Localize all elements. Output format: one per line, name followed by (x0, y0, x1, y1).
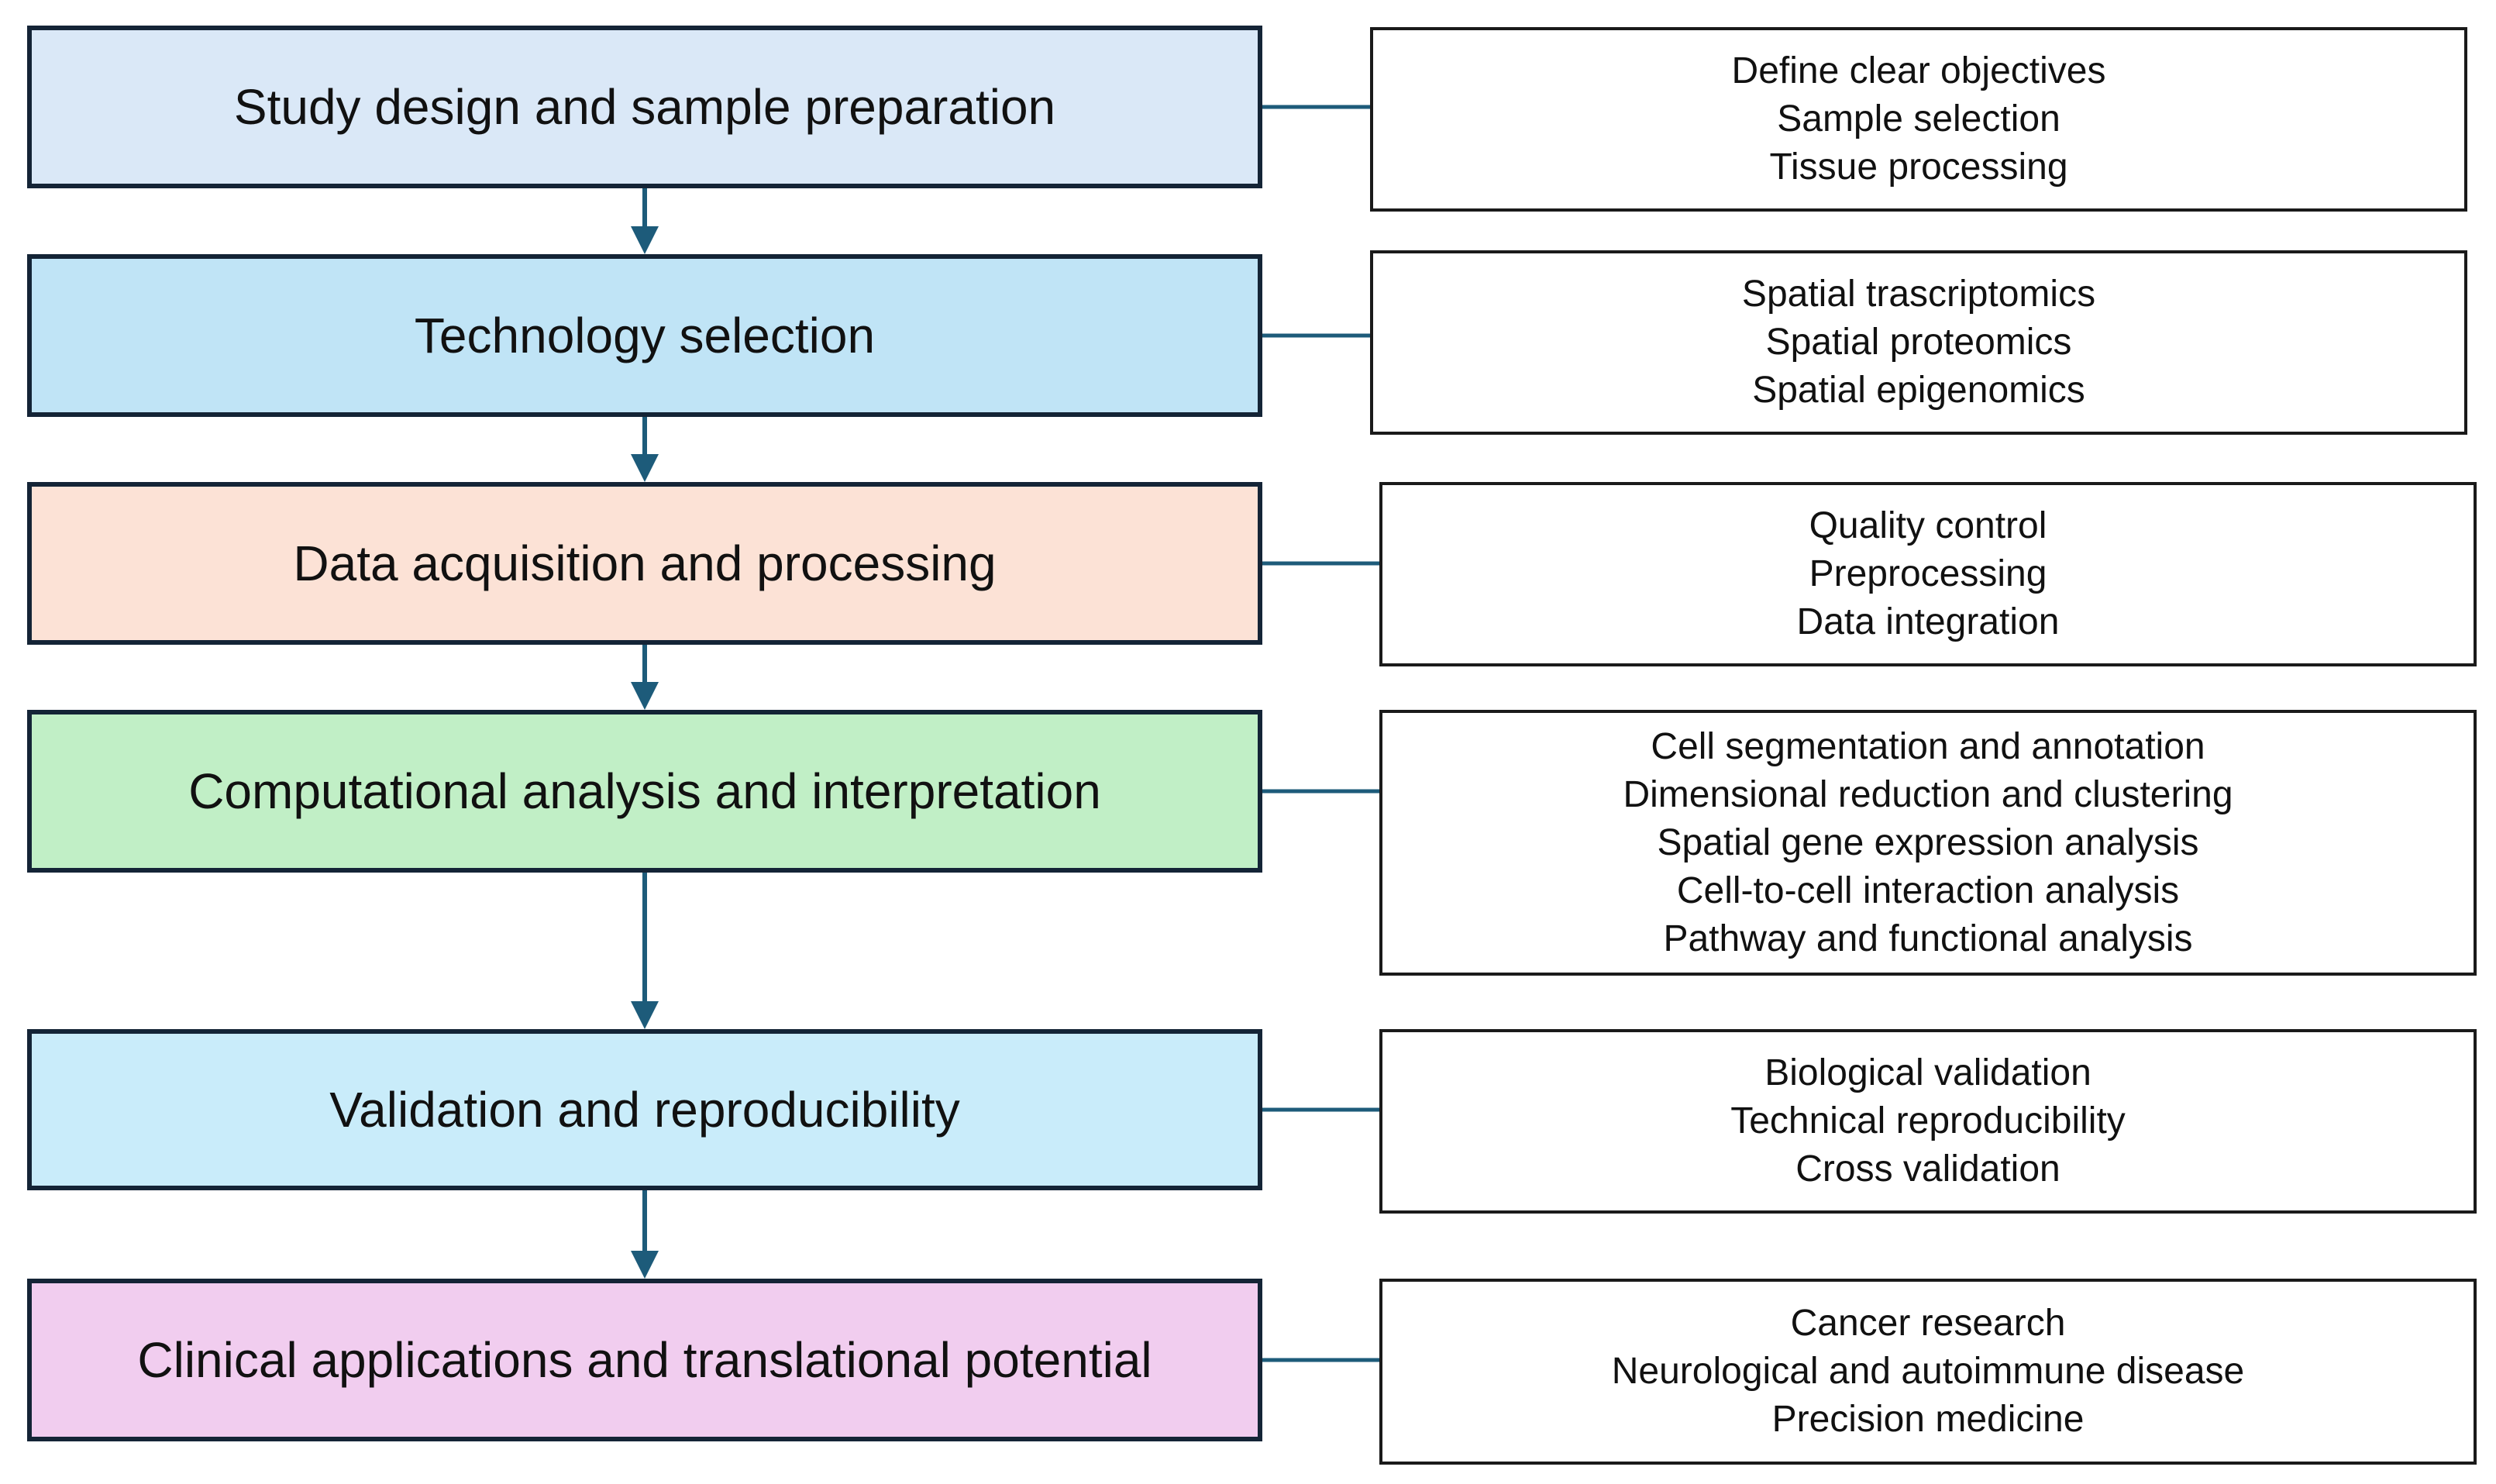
detail-item: Spatial trascriptomics (1741, 274, 2096, 315)
stage-label: Validation and reproducibility (329, 1082, 960, 1138)
detail-item: Quality control (1809, 505, 2047, 546)
detail-item: Spatial epigenomics (1752, 370, 2085, 411)
stage-box-validation: Validation and reproducibility (27, 1029, 1262, 1190)
stage-box-data-acquisition: Data acquisition and processing (27, 482, 1262, 645)
detail-item: Precision medicine (1771, 1399, 2085, 1440)
stage-label: Clinical applications and translational … (137, 1332, 1152, 1388)
stage-label: Study design and sample preparation (233, 79, 1056, 135)
stage-label: Computational analysis and interpretatio… (188, 763, 1101, 819)
detail-item: Tissue processing (1769, 146, 2068, 188)
detail-item: Neurological and autoimmune disease (1611, 1351, 2245, 1392)
detail-item: Spatial gene expression analysis (1657, 821, 2199, 863)
detail-item: Define clear objectives (1731, 50, 2106, 91)
detail-item: Dimensional reduction and clustering (1623, 773, 2233, 815)
detail-item: Cancer research (1790, 1303, 2066, 1344)
detail-item: Cell-to-cell interaction analysis (1676, 869, 2180, 911)
detail-item: Spatial proteomics (1765, 322, 2072, 363)
detail-item: Preprocessing (1809, 553, 2047, 594)
stage-box-computational-analysis: Computational analysis and interpretatio… (27, 710, 1262, 873)
detail-item: Data integration (1796, 601, 2060, 642)
detail-item: Cell segmentation and annotation (1651, 725, 2205, 767)
stage-box-study-design: Study design and sample preparation (27, 26, 1262, 188)
detail-item: Pathway and functional analysis (1663, 918, 2193, 959)
detail-item: Sample selection (1777, 98, 2060, 139)
stage-box-technology-selection: Technology selection (27, 254, 1262, 417)
stage-label: Data acquisition and processing (293, 535, 997, 591)
stage-box-clinical-applications: Clinical applications and translational … (27, 1279, 1262, 1441)
detail-item: Biological validation (1764, 1052, 2091, 1093)
stage-label: Technology selection (414, 308, 876, 363)
detail-item: Technical reproducibility (1730, 1100, 2126, 1141)
detail-item: Cross validation (1795, 1148, 2060, 1190)
